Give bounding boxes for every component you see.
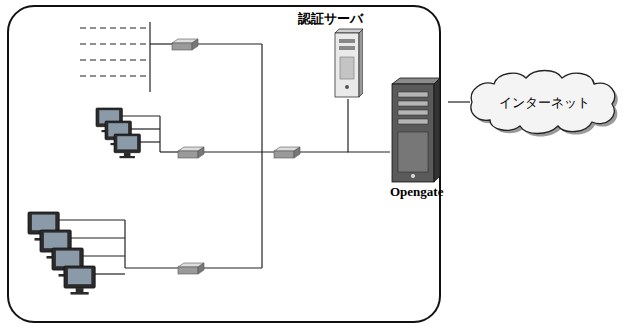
network-link (348, 99, 390, 152)
network-link (448, 101, 470, 102)
server-front (335, 33, 359, 97)
cloud-label: インターネット (499, 94, 590, 111)
drive-bay (339, 46, 355, 50)
power-button (345, 85, 349, 89)
server-panel (340, 57, 354, 79)
server-side (359, 29, 363, 97)
server-node: 認証サーバ (298, 10, 367, 99)
server-label: 認証サーバ (298, 10, 367, 27)
drive-bay (398, 119, 428, 124)
power-button (411, 174, 415, 178)
server-side (434, 78, 440, 182)
drive-bay (339, 39, 355, 43)
server-icon (390, 76, 442, 184)
cloud-text-holder: インターネット (470, 68, 618, 136)
lan-region (8, 6, 440, 322)
cloud-outline (471, 71, 615, 134)
internet-cloud: インターネット (470, 68, 618, 136)
drive-bay (398, 92, 428, 97)
drive-bay (398, 101, 428, 106)
hub-icons (172, 39, 300, 274)
server-icon (333, 27, 363, 99)
pc-group-middle (96, 108, 140, 158)
server-label: Opengate (390, 184, 448, 200)
server-node: Opengate (390, 76, 448, 200)
server-front (392, 84, 434, 182)
server-top (392, 78, 440, 84)
drive-bay (398, 110, 428, 115)
lan-wires (59, 22, 348, 274)
pc-group-bottom (28, 212, 95, 295)
server-top (335, 29, 363, 33)
server-panel (398, 132, 428, 172)
